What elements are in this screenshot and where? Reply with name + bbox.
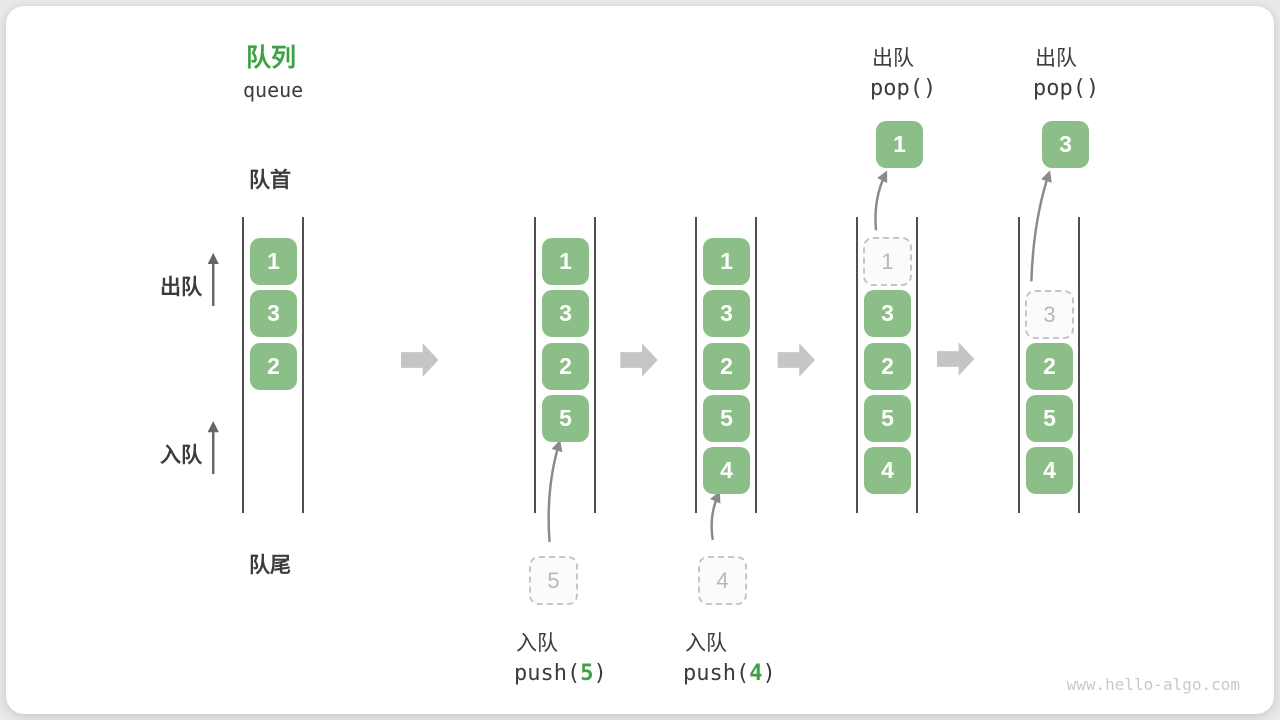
push5-code: push(5) — [514, 661, 607, 686]
pop2-code: pop() — [1033, 76, 1100, 101]
queue3-item: 5 — [703, 395, 750, 442]
pop2-label-zh: 出队 — [1035, 47, 1077, 70]
push5-arg: 5 — [580, 661, 594, 686]
queue2-item: 1 — [542, 238, 589, 285]
diagram-card: 队列 queue 队首 队尾 出队 入队 1 3 2 — [6, 6, 1274, 714]
transition-arrow-2 — [620, 343, 658, 377]
queue3-item: 3 — [703, 290, 750, 337]
push4-fn-open: push( — [683, 661, 750, 686]
label-queue-front: 队首 — [249, 169, 291, 192]
queue5-ghost-slot: 3 — [1025, 290, 1074, 339]
transition-arrow-1 — [401, 343, 439, 377]
queue5-popped-item: 3 — [1042, 121, 1089, 168]
queue3-item: 2 — [703, 343, 750, 390]
push4-fn-close: ) — [762, 661, 776, 686]
pop1-label-zh: 出队 — [872, 47, 914, 70]
label-queue-rear: 队尾 — [249, 554, 291, 577]
queue5-item: 4 — [1026, 447, 1073, 494]
queue-channel-3 — [695, 217, 757, 513]
queue1-item: 1 — [250, 238, 297, 285]
queue-channel-5 — [1018, 217, 1080, 513]
queue1-item: 2 — [250, 343, 297, 390]
push4-arg: 4 — [749, 661, 763, 686]
push5-fn-close: ) — [593, 661, 607, 686]
queue3-item: 1 — [703, 238, 750, 285]
transition-arrow-3 — [777, 343, 816, 377]
queue5-item: 2 — [1026, 343, 1073, 390]
queue2-item: 5 — [542, 395, 589, 442]
queue5-item: 5 — [1026, 395, 1073, 442]
label-enqueue-side: 入队 — [160, 444, 202, 467]
push5-fn-open: push( — [514, 661, 581, 686]
queue4-item: 2 — [864, 343, 911, 390]
push5-label-zh: 入队 — [516, 632, 558, 655]
push4-label-zh: 入队 — [685, 632, 727, 655]
queue-channel-1 — [242, 217, 304, 513]
arrows-overlay — [207, 170, 1052, 543]
pop1-code: pop() — [870, 76, 937, 101]
queue-channel-4 — [856, 217, 918, 513]
queue1-item: 3 — [250, 290, 297, 337]
queue-channel-2 — [534, 217, 596, 513]
queue2-item: 3 — [542, 290, 589, 337]
page-subtitle: queue — [243, 78, 304, 102]
page-title: 队列 — [246, 44, 297, 72]
queue4-item: 5 — [864, 395, 911, 442]
queue4-item: 4 — [864, 447, 911, 494]
transition-arrow-4 — [936, 342, 975, 376]
label-dequeue-side: 出队 — [160, 276, 202, 299]
queue3-incoming-item: 4 — [698, 556, 747, 605]
watermark: www.hello-algo.com — [1066, 675, 1240, 694]
queue2-item: 2 — [542, 343, 589, 390]
queue2-incoming-item: 5 — [529, 556, 578, 605]
push4-code: push(4) — [683, 661, 776, 686]
queue3-item: 4 — [703, 447, 750, 494]
queue4-item: 3 — [864, 290, 911, 337]
queue4-ghost-slot: 1 — [863, 237, 912, 286]
queue4-popped-item: 1 — [876, 121, 923, 168]
